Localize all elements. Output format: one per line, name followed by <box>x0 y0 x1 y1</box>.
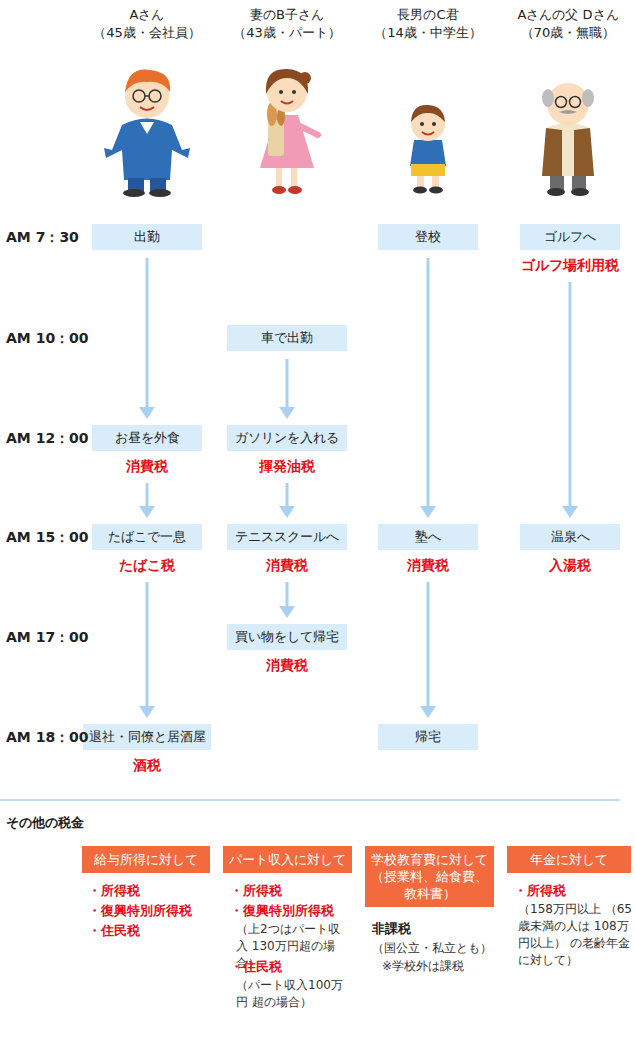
person-b-figure <box>260 69 318 194</box>
tax-item: ・住民税 <box>88 922 140 940</box>
flow-arrow <box>420 582 436 718</box>
activity-text: 出勤 <box>92 224 202 250</box>
activity-text: 退社・同僚と居酒屋 <box>83 724 211 750</box>
note-text: （パート収入100万円 超の場合） <box>236 977 348 1011</box>
tax-name: 消費税 <box>266 556 308 574</box>
activity-box: お昼を外食消費税 <box>92 425 202 475</box>
category-box: パート収入に対して <box>223 846 352 873</box>
tax-name: 入湯税 <box>549 556 591 574</box>
activity-box: 温泉へ入湯税 <box>520 524 620 574</box>
person-d-figure <box>542 83 594 196</box>
activity-box: たばこで一息たばこ税 <box>92 524 202 574</box>
activity-text: 登校 <box>378 224 478 250</box>
time-label: AM 7：30 <box>6 228 79 246</box>
activity-text: テニススクールへ <box>227 524 347 550</box>
note-text: （国公立・私立とも） <box>372 940 492 957</box>
flow-arrow <box>562 282 578 518</box>
tax-name: ゴルフ場利用税 <box>521 256 619 274</box>
tax-item: ・所得税 <box>88 882 140 900</box>
flow-arrow <box>279 483 295 518</box>
person-caption: 妻のB子さん <box>250 6 324 24</box>
text-label: 非課税 <box>372 920 411 938</box>
activity-text: 塾へ <box>378 524 478 550</box>
activity-box: テニススクールへ消費税 <box>227 524 347 574</box>
activity-text: 帰宅 <box>378 724 478 750</box>
activity-text: 車で出勤 <box>227 325 347 351</box>
person-caption: Aさん <box>130 6 165 24</box>
activity-box: 登校 <box>378 224 478 250</box>
time-label: AM 18：00 <box>6 728 89 746</box>
tax-item: ・復興特別所得税 <box>88 902 192 920</box>
category-box: 年金に対して <box>507 846 631 873</box>
activity-text: ガソリンを入れる <box>227 425 347 451</box>
person-caption: 長男のC君 <box>397 6 458 24</box>
tax-name: たばこ税 <box>119 556 175 574</box>
person-caption: （70歳・無職） <box>521 24 616 42</box>
note-text: ※学校外は課税 <box>382 958 464 975</box>
category-box: 学校教育費に対して （授業料、給食費、 教科書） <box>365 846 494 907</box>
category-title: パート収入に対して <box>223 846 352 873</box>
flow-arrow <box>279 359 295 419</box>
person-caption: （45歳・会社員） <box>93 24 201 42</box>
person-caption: Aさんの父 Dさん <box>517 6 618 24</box>
activity-box: 車で出勤 <box>227 325 347 351</box>
activity-text: ゴルフへ <box>520 224 620 250</box>
tax-name: 消費税 <box>126 457 168 475</box>
time-label: AM 10：00 <box>6 329 89 347</box>
category-title: 年金に対して <box>507 846 631 873</box>
tax-name: 消費税 <box>266 656 308 674</box>
text-label: その他の税金 <box>6 814 84 832</box>
flow-arrow <box>279 582 295 618</box>
activity-box: 退社・同僚と居酒屋酒税 <box>83 724 211 774</box>
tax-item: ・住民税 <box>230 958 282 976</box>
person-caption: （14歳・中学生） <box>374 24 482 42</box>
activity-text: お昼を外食 <box>92 425 202 451</box>
tax-name: 酒税 <box>133 756 161 774</box>
activity-text: 買い物をして帰宅 <box>227 624 347 650</box>
category-title: 給与所得に対して <box>82 846 210 873</box>
flow-arrow <box>139 483 155 518</box>
activity-box: ゴルフへゴルフ場利用税 <box>520 224 620 274</box>
separator-line <box>0 799 620 801</box>
category-title: 学校教育費に対して （授業料、給食費、 教科書） <box>365 846 494 907</box>
activity-box: 塾へ消費税 <box>378 524 478 574</box>
tax-item: ・所得税 <box>514 882 566 900</box>
person-a-figure <box>104 69 190 197</box>
time-label: AM 17：00 <box>6 628 89 646</box>
flow-arrow <box>139 258 155 419</box>
tax-item: ・所得税 <box>230 882 282 900</box>
flow-arrow <box>420 258 436 518</box>
tax-item: ・復興特別所得税 <box>230 902 334 920</box>
tax-name: 消費税 <box>407 556 449 574</box>
note-text: （158万円以上 （65歳未満の人は 108万円以上） の老齢年金に対して） <box>518 901 634 969</box>
activity-box: 帰宅 <box>378 724 478 750</box>
person-caption: （43歳・パート） <box>233 24 341 42</box>
activity-text: たばこで一息 <box>92 524 202 550</box>
activity-box: 出勤 <box>92 224 202 250</box>
activity-box: ガソリンを入れる揮発油税 <box>227 425 347 475</box>
flow-arrow <box>139 582 155 718</box>
activity-text: 温泉へ <box>520 524 620 550</box>
category-box: 給与所得に対して <box>82 846 210 873</box>
tax-name: 揮発油税 <box>259 457 315 475</box>
time-label: AM 15：00 <box>6 528 89 546</box>
activity-box: 買い物をして帰宅消費税 <box>227 624 347 674</box>
time-label: AM 12：00 <box>6 429 89 447</box>
person-c-figure <box>410 105 446 194</box>
